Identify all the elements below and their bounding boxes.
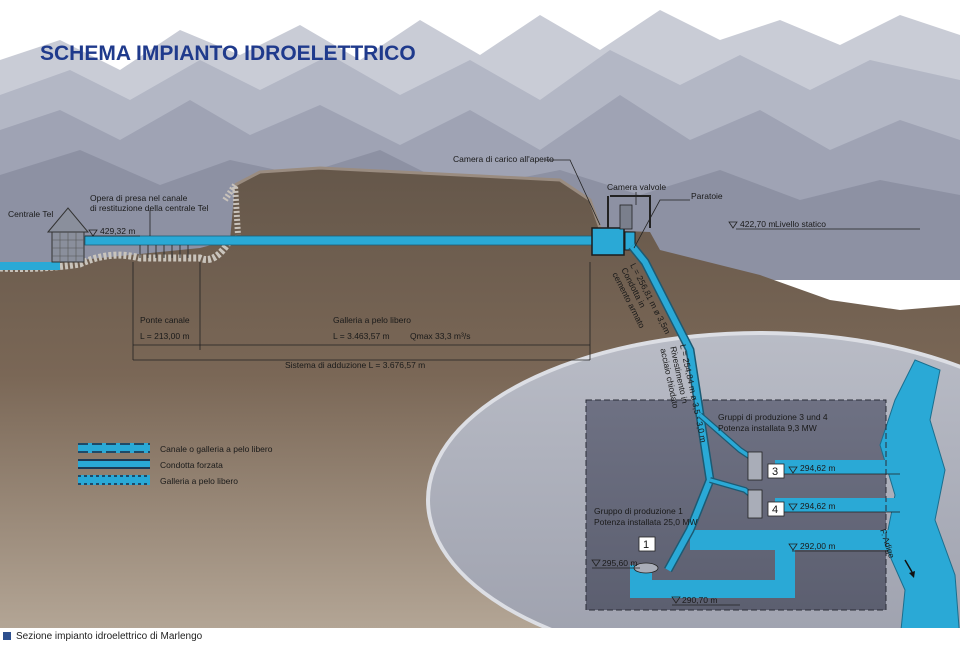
centrale-tel-building (46, 207, 90, 263)
label-galleria-q: Qmax 33,3 m³/s (410, 331, 470, 341)
label-ponte-canale-l: L = 213,00 m (140, 331, 190, 341)
label-gruppo-1-b: Potenza installata 25,0 MW (594, 517, 697, 527)
label-galleria-l: L = 3.463,57 m (333, 331, 390, 341)
caption-text: Sezione impianto idroelettrico di Marlen… (16, 631, 203, 642)
label-gruppi-34-b: Potenza installata 9,3 MW (718, 423, 817, 433)
unit-number-boxes (638, 463, 785, 552)
label-quota-g1: 295,60 m (602, 558, 637, 568)
detail-inset (426, 331, 960, 650)
turbine-units (633, 451, 763, 574)
legend-canale-swatch (78, 443, 150, 453)
label-opera-presa-2: di restituzione della centrale Tel (90, 203, 209, 213)
label-opera-presa-1: Opera di presa nel canale (90, 193, 188, 203)
label-quota-fondo: 290,70 m (682, 595, 717, 605)
label-sistema-adduzione: Sistema di adduzione L = 3.676,57 m (285, 360, 425, 370)
label-gruppo-1-a: Gruppo di produzione 1 (594, 506, 683, 516)
legend (78, 443, 150, 485)
label-unit-3: 3 (772, 466, 778, 478)
label-unit-4: 4 (772, 504, 778, 516)
page-title: SCHEMA IMPIANTO IDROELETTRICO (40, 42, 416, 65)
label-galleria: Galleria a pelo libero (333, 315, 411, 325)
label-camera-valvole: Camera valvole (607, 182, 666, 192)
label-quota-presa: 429,32 m (100, 226, 135, 236)
label-quota-4: 294,62 m (800, 501, 835, 511)
legend-condotta-swatch (78, 459, 150, 469)
label-camera-carico: Camera di carico all'aperto (453, 154, 554, 164)
legend-galleria-swatch (78, 475, 150, 485)
valve-chamber (607, 195, 651, 230)
caption-square-icon (3, 632, 11, 640)
label-centrale-tel: Centrale Tel (8, 209, 53, 219)
figure-caption: Sezione impianto idroelettrico di Marlen… (0, 628, 960, 645)
label-livello-quota: 422,70 m (740, 219, 775, 229)
level-markers (88, 221, 798, 604)
label-quota-3: 294,62 m (800, 463, 835, 473)
label-gruppi-34-a: Gruppi di produzione 3 und 4 (718, 412, 828, 422)
legend-label-galleria: Galleria a pelo libero (160, 476, 238, 486)
headrace-canal (0, 227, 636, 270)
dimension-lines (85, 159, 920, 606)
label-paratoie: Paratoie (691, 191, 723, 201)
legend-label-condotta: Condotta forzata (160, 460, 223, 470)
label-quota-scarico: 292,00 m (800, 541, 835, 551)
label-livello-statico: Livello statico (775, 219, 826, 229)
label-ponte-canale: Ponte canale (140, 315, 190, 325)
label-unit-1: 1 (643, 539, 649, 551)
legend-label-canale: Canale o galleria a pelo libero (160, 444, 273, 454)
